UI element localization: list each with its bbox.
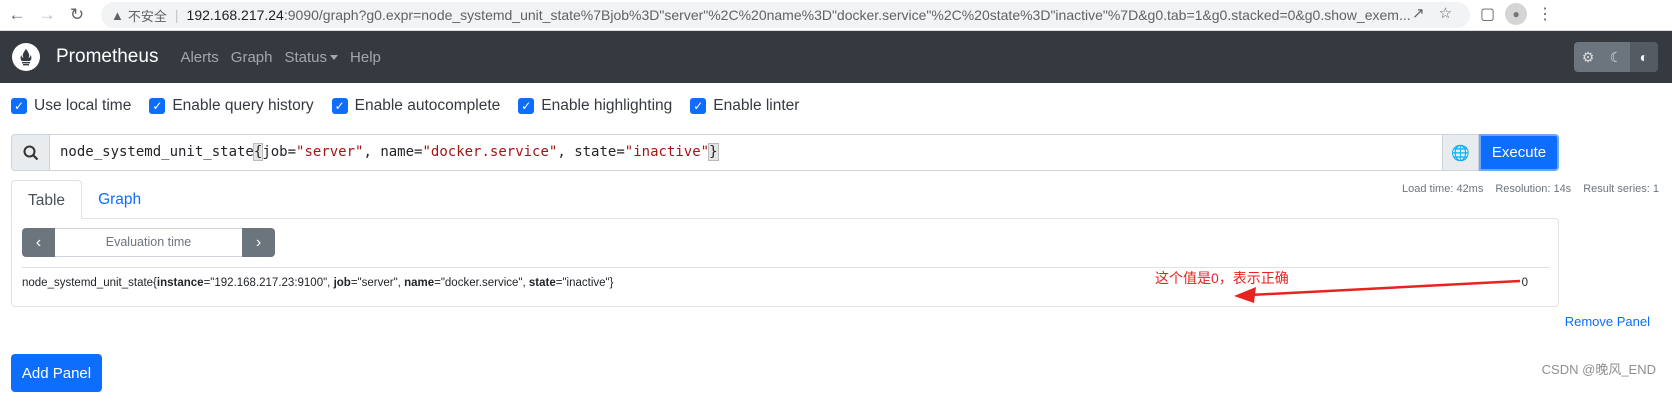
checkbox-checked-icon[interactable]: ✓ [518, 98, 535, 114]
nav-help[interactable]: Help [350, 48, 381, 66]
url-path: :9090/graph?g0.expr=node_systemd_unit_st… [283, 7, 1411, 23]
evaluation-time-input[interactable]: Evaluation time [55, 228, 242, 257]
caret-down-icon [330, 55, 339, 61]
option-label: Enable highlighting [541, 97, 673, 114]
url-host: 192.168.217.24 [186, 7, 284, 23]
browser-right-icons: ▢ ● ⋮ [1480, 3, 1553, 25]
evaluation-time-control: ‹ Evaluation time › [22, 228, 275, 257]
url-actions: ↗ ☆ [1412, 4, 1452, 22]
watermark: CSDN @晚风_END [1541, 362, 1656, 377]
warning-icon: ▲ [111, 7, 124, 23]
expression-input[interactable]: node_systemd_unit_state{job="server", na… [50, 134, 1442, 171]
result-metric: node_systemd_unit_state{ [22, 277, 157, 289]
result-value: 0 [1521, 277, 1528, 289]
result-label-key: name [404, 277, 435, 289]
checkbox-checked-icon[interactable]: ✓ [690, 98, 707, 114]
insecure-label: 不安全 [127, 8, 167, 24]
option-label: Enable linter [713, 97, 800, 114]
option-label: Enable query history [172, 97, 314, 114]
result-label-value: ="192.168.217.23:9100", [203, 277, 334, 289]
execute-button[interactable]: Execute [1479, 134, 1559, 171]
chevron-right-icon[interactable]: › [242, 228, 275, 257]
result-label-key: instance [156, 277, 204, 289]
reload-icon[interactable]: ↻ [69, 5, 85, 24]
prometheus-navbar: Prometheus Alerts Graph Status Help ⚙ ☾ … [0, 31, 1672, 83]
result-label-value: ="inactive"} [555, 277, 614, 289]
option-highlighting[interactable]: ✓ Enable highlighting [518, 97, 672, 115]
sidebar-toggle-icon[interactable]: ▢ [1480, 6, 1496, 23]
auto-theme-icon[interactable]: ◐ [1630, 42, 1658, 72]
checkbox-checked-icon[interactable]: ✓ [149, 98, 166, 114]
query-label-key: name= [380, 144, 423, 160]
option-autocomplete[interactable]: ✓ Enable autocomplete [331, 97, 501, 115]
profile-avatar-icon[interactable]: ● [1505, 3, 1528, 25]
nav-alerts[interactable]: Alerts [180, 48, 219, 66]
annotation-text: 这个值是0，表示正确 [1155, 270, 1289, 286]
query-metric: node_systemd_unit_state [60, 144, 254, 160]
annotation-arrow-icon [1234, 279, 1521, 303]
table-panel [11, 218, 1559, 307]
option-label: Use local time [34, 97, 132, 114]
more-menu-icon[interactable]: ⋮ [1537, 6, 1554, 23]
query-label-value: "docker.service" [422, 144, 558, 160]
query-stats: Load time: 42ms Resolution: 14s Result s… [1402, 183, 1659, 195]
resolution: Resolution: 14s [1495, 183, 1572, 195]
result-label-value: ="docker.service", [434, 277, 529, 289]
option-use-local-time[interactable]: ✓ Use local time [11, 97, 131, 115]
option-linter[interactable]: ✓ Enable linter [690, 97, 799, 115]
nav-graph[interactable]: Graph [230, 48, 273, 66]
option-query-history[interactable]: ✓ Enable query history [149, 97, 314, 115]
query-comma: , [363, 144, 381, 160]
query-label-value: "server" [296, 144, 364, 160]
theme-toggle-group: ⚙ ☾ ◐ [1574, 42, 1658, 72]
checkbox-checked-icon[interactable]: ✓ [331, 98, 348, 114]
prometheus-logo-icon[interactable] [12, 43, 40, 71]
query-label-value: "inactive" [624, 144, 710, 160]
query-close-brace: } [708, 143, 719, 161]
query-label-key: state= [574, 144, 625, 160]
back-icon[interactable]: ← [8, 5, 26, 24]
metrics-explorer-globe-icon[interactable]: 🌐 [1442, 134, 1479, 171]
expression-row: node_systemd_unit_state{job="server", na… [11, 134, 1559, 171]
result-label-value: ="server", [350, 277, 405, 289]
query-label-key: job= [262, 144, 297, 160]
tab-table[interactable]: Table [11, 180, 83, 219]
result-label-key: state [528, 277, 556, 289]
query-open-brace: { [252, 143, 264, 161]
result-label-key: job [333, 277, 351, 289]
forward-icon[interactable]: → [38, 5, 56, 24]
option-label: Enable autocomplete [354, 97, 501, 114]
tab-graph[interactable]: Graph [98, 191, 142, 208]
nav-status-label: Status [284, 48, 328, 66]
add-panel-button[interactable]: Add Panel [11, 354, 102, 392]
query-options: ✓ Use local time ✓ Enable query history ✓ E… [11, 97, 817, 115]
dark-theme-icon[interactable]: ☾ [1602, 42, 1630, 72]
light-theme-icon[interactable]: ⚙ [1574, 42, 1602, 72]
checkbox-checked-icon[interactable]: ✓ [11, 98, 27, 114]
remove-panel-link[interactable]: Remove Panel [1564, 314, 1650, 329]
chevron-left-icon[interactable]: ‹ [22, 228, 55, 257]
result-series: Result series: 1 [1583, 183, 1659, 195]
load-time: Load time: 42ms [1402, 183, 1484, 195]
query-comma: , [557, 144, 575, 160]
url-separator: | [174, 7, 179, 23]
brand-title[interactable]: Prometheus [56, 46, 159, 67]
search-icon [11, 134, 50, 171]
panel-tabs: Table Graph [11, 180, 157, 219]
bookmark-star-icon[interactable]: ☆ [1438, 5, 1453, 22]
table-row: node_systemd_unit_state{instance="192.16… [22, 267, 1550, 297]
nav-status[interactable]: Status [285, 49, 339, 66]
share-icon[interactable]: ↗ [1412, 5, 1425, 22]
address-bar[interactable]: ▲ 不安全 | 192.168.217.24:9090/graph?g0.exp… [101, 2, 1470, 28]
